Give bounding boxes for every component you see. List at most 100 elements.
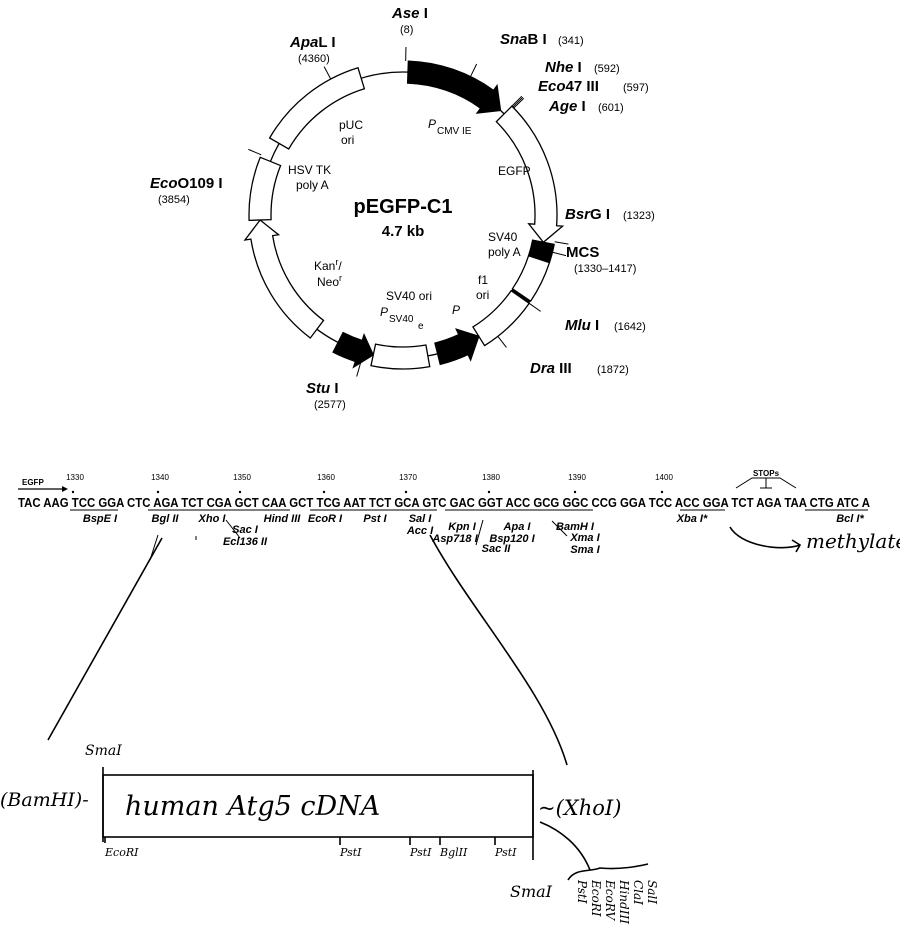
methylate-note: methylate (806, 529, 900, 553)
site-label-1: SnaB I(341) (470, 31, 584, 77)
f1ori-label-2: ori (476, 288, 489, 302)
position-dot (71, 490, 75, 494)
site-name: Eco47 III (538, 78, 599, 95)
enzyme-label: Xma I (569, 532, 600, 544)
site-leader (470, 63, 478, 77)
insert-site-note: PstI (409, 846, 432, 859)
site-name-suffix: I (330, 380, 338, 397)
site-leader (512, 96, 524, 108)
sequence-position: 1330 (66, 473, 84, 482)
site-name-suffix: I (420, 5, 428, 22)
site-name: Nhe I (545, 59, 582, 76)
pcmv-sub: CMV IE (437, 126, 472, 137)
mcs-list-note: SalI (645, 880, 659, 904)
cmv-promoter-arrow (406, 60, 502, 114)
enzyme-label: Ecl136 II (223, 536, 268, 548)
psv40-sub: SV40 (389, 314, 414, 325)
site-position: (601) (598, 102, 624, 114)
enzyme-label: Xba I* (676, 513, 708, 525)
sv40pa-label-2: poly A (488, 245, 521, 259)
site-name-italic: Age (548, 98, 577, 115)
enzyme-label: Pst I (363, 513, 387, 525)
site-label-9: Stu I(2577) (306, 362, 362, 411)
hsv-label-2: poly A (296, 178, 329, 192)
stops-bracket (735, 477, 797, 489)
sequence-position: 1380 (482, 473, 500, 482)
plasmid-name: pEGFP-C1 (354, 196, 453, 218)
site-name-suffix: L I (318, 34, 335, 51)
site-label-6: MCS(1330–1417) (552, 244, 636, 275)
site-label-0: Ase I(8) (391, 5, 428, 62)
enzyme-label: Kpn I (448, 521, 476, 533)
site-name: EcoO109 I (150, 175, 223, 192)
site-label-5: BsrG I (1323) (554, 206, 655, 245)
site-label-10: EcoO109 I (3854) (150, 148, 262, 206)
mcs-brace (539, 821, 649, 881)
xhoi-note: ~(XhoI) (538, 796, 621, 820)
insert-ends (102, 767, 534, 860)
p-promoter-arrow (434, 328, 480, 366)
mcs-list-note: EcoRV (603, 879, 617, 921)
hsv-tk-polya-box (248, 156, 282, 222)
site-leader (323, 66, 332, 80)
f1ori-label-1: f1 (478, 273, 488, 287)
site-leader (552, 251, 567, 257)
site-name-suffix: I (573, 59, 581, 76)
sv40pa-label-1: SV40 (488, 230, 518, 244)
site-leader (554, 241, 569, 245)
enzyme-label: Apa I (503, 521, 532, 533)
psv40-sub2: e (418, 321, 424, 332)
enzyme-label: EcoR I (308, 513, 343, 525)
site-name: Stu I (306, 380, 339, 397)
site-leader (497, 336, 507, 348)
site-name-italic: Mlu (565, 317, 591, 334)
enzyme-leaders (149, 519, 568, 561)
methylate-arrow (729, 526, 802, 553)
site-position: (341) (558, 35, 584, 47)
sv40-ori-box (370, 343, 431, 370)
psv40e-promoter-arrow (332, 331, 375, 369)
insert-site-note: PstI (494, 846, 517, 859)
sv40ori-label: SV40 ori (386, 289, 432, 303)
enzyme-label: Bcl I* (836, 513, 864, 525)
sali-line (429, 534, 568, 766)
site-position: (592) (594, 63, 620, 75)
handwritten-annotations (47, 526, 802, 881)
site-label-8: Dra III(1872) (497, 336, 629, 377)
kan-text: Kan (314, 259, 335, 273)
site-leader (248, 148, 262, 156)
site-name-italic: Nhe (545, 59, 573, 76)
enzyme-label: Bsp120 I (489, 533, 535, 545)
position-dot (156, 490, 160, 494)
sequence-position: 1360 (317, 473, 335, 482)
egfp-arrow-icon (62, 486, 68, 492)
site-leader (513, 97, 525, 109)
restriction-sites: Ase I(8)SnaB I(341)Nhe I(592)Eco47 III(5… (150, 5, 655, 411)
enzyme-label: BamH I (556, 521, 595, 533)
mcs-list-note: ClaI (631, 880, 645, 905)
site-leader (528, 302, 541, 312)
site-position: (1323) (623, 210, 655, 222)
site-position: (1872) (597, 364, 629, 376)
smai-bottom-note: SmaI (510, 882, 553, 901)
site-name-suffix: I (591, 317, 599, 334)
sequence-position: 1350 (233, 473, 251, 482)
insert-label: human Atg5 cDNA (125, 791, 380, 822)
site-name-suffix: B I (528, 31, 547, 48)
site-name: BsrG I (565, 206, 610, 223)
site-name-suffix: III (555, 360, 572, 377)
site-name-italic: Eco (538, 78, 566, 95)
sequence-position: 1400 (655, 473, 673, 482)
site-position: (1330–1417) (574, 263, 636, 275)
insert-site-note: BglII (439, 846, 468, 859)
site-position: (3854) (158, 194, 190, 206)
mcs-sequence: TAC AAG TCC GGA CTC AGA TCT CGA GCT CAA … (18, 495, 871, 510)
site-name-italic: Ase (391, 5, 420, 22)
position-dot (660, 490, 664, 494)
smai-top-note: SmaI (85, 743, 122, 759)
egfp-arrow-label: EGFP (22, 478, 44, 487)
p-label: P (452, 303, 460, 317)
